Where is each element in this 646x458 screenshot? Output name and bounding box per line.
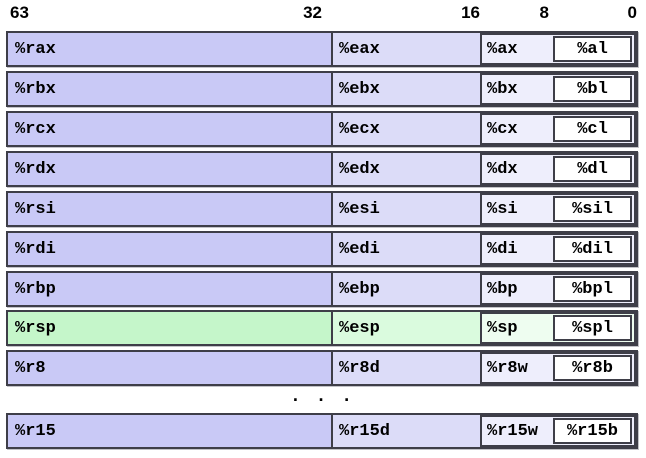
quad-register-label: %rdi	[15, 239, 56, 259]
bit-label-0: 0	[627, 3, 637, 22]
byte-register-cell: %r15b	[553, 418, 632, 444]
register-row-rax: %rax%eax%ax%al	[6, 31, 638, 67]
word-register-cell: %bp %bpl	[480, 273, 636, 305]
byte-register-cell: %spl	[553, 315, 632, 341]
register-row-rdx: %rdx%edx%dx%dl	[6, 151, 638, 187]
byte-register-cell: %r8b	[553, 355, 632, 381]
word-register-cell: %dx %dl	[480, 153, 636, 185]
register-row-rdi: %rdi%edi%di%dil	[6, 231, 638, 267]
word-register-label: %r15w	[487, 421, 539, 441]
quad-register-label: %rcx	[15, 119, 56, 139]
ellipsis: . . .	[289, 387, 354, 407]
word-register-cell: %ax %al	[480, 33, 636, 65]
word-register-label: %bx	[487, 79, 518, 99]
register-row-r15: %r15%r15d%r15w%r15b	[6, 413, 638, 449]
register-row-rbp: %rbp%ebp%bp%bpl	[6, 271, 638, 307]
bit-label-8: 8	[539, 3, 549, 22]
word-register-cell: %sp %spl	[480, 312, 636, 344]
byte-register-cell: %cl	[553, 116, 632, 142]
word-register-label: %sp	[487, 318, 518, 338]
quad-register-label: %rdx	[15, 159, 56, 179]
word-register-cell: %cx %cl	[480, 113, 636, 145]
bit-label-32: 32	[303, 3, 322, 22]
quad-register-label: %r8	[15, 358, 46, 378]
word-register-cell: %r8w %r8b	[480, 352, 636, 384]
quad-register-label: %rsp	[15, 318, 56, 338]
byte-register-cell: %bpl	[553, 276, 632, 302]
byte-register-cell: %dl	[553, 156, 632, 182]
register-row-rbx: %rbx%ebx%bx%bl	[6, 71, 638, 107]
quad-register-label: %rsi	[15, 199, 56, 219]
register-row-rcx: %rcx%ecx%cx%cl	[6, 111, 638, 147]
quad-register-label: %r15	[15, 421, 56, 441]
quad-register-label: %rax	[15, 39, 56, 59]
bit-label-63: 63	[10, 3, 29, 22]
word-register-label: %r8w	[487, 358, 528, 378]
word-register-cell: %bx %bl	[480, 73, 636, 105]
word-register-label: %dx	[487, 159, 518, 179]
word-register-cell: %r15w %r15b	[480, 415, 636, 447]
word-register-label: %cx	[487, 119, 518, 139]
word-register-label: %di	[487, 239, 518, 259]
byte-register-cell: %sil	[553, 196, 632, 222]
quad-register-label: %rbp	[15, 279, 56, 299]
byte-register-cell: %al	[553, 36, 632, 62]
word-register-label: %bp	[487, 279, 518, 299]
word-register-cell: %di %dil	[480, 233, 636, 265]
byte-register-cell: %bl	[553, 76, 632, 102]
word-register-label: %ax	[487, 39, 518, 59]
word-register-cell: %si %sil	[480, 193, 636, 225]
register-row-r8: %r8%r8d%r8w%r8b	[6, 350, 638, 386]
byte-register-cell: %dil	[553, 236, 632, 262]
quad-register-label: %rbx	[15, 79, 56, 99]
register-row-rsp: %rsp%esp%sp%spl	[6, 310, 638, 346]
register-row-rsi: %rsi%esi%si%sil	[6, 191, 638, 227]
word-register-label: %si	[487, 199, 518, 219]
bit-label-16: 16	[461, 3, 480, 22]
